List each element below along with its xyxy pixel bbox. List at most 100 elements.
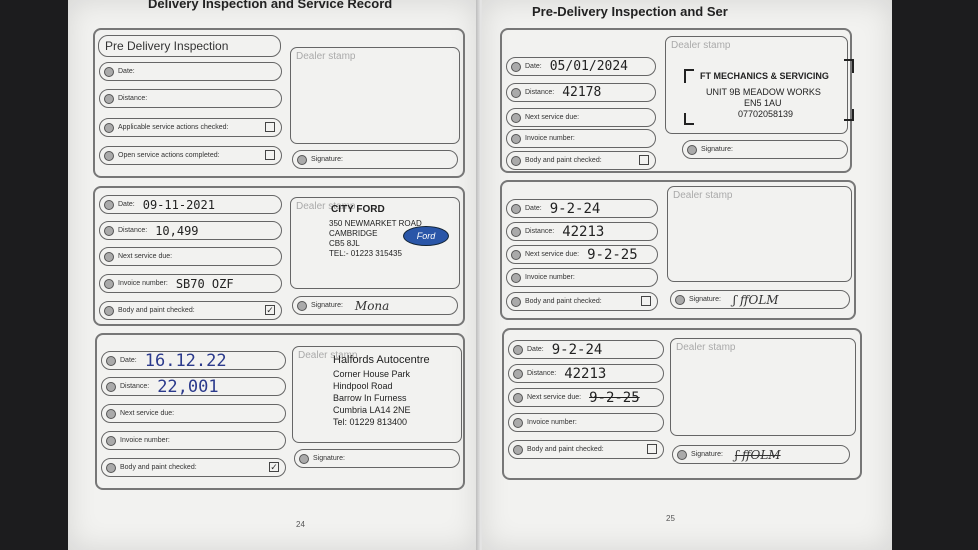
- r3-body-paint-field[interactable]: Body and paint checked:: [508, 440, 664, 459]
- service1-dealer-stamp: Dealer stamp CITY FORD 350 NEWMARKET ROA…: [290, 197, 460, 289]
- r2-date-field[interactable]: Date: 9-2-24: [506, 199, 658, 218]
- pdi-dealer-stamp: Dealer stamp: [290, 47, 460, 144]
- r3-signature-field[interactable]: Signature: ʃ ffOLM: [672, 445, 850, 464]
- radio-dot-icon: [104, 66, 114, 77]
- radio-dot-icon: [511, 155, 521, 166]
- radio-dot-icon: [511, 249, 521, 260]
- r1-invoice-field[interactable]: Invoice number:: [506, 129, 656, 148]
- r1-body-paint-field[interactable]: Body and paint checked:: [506, 151, 656, 170]
- checkbox-icon[interactable]: [641, 296, 651, 306]
- radio-dot-icon: [104, 122, 114, 133]
- radio-dot-icon: [513, 392, 523, 403]
- r3-distance-field[interactable]: Distance: 42213: [508, 364, 664, 383]
- service2-distance-field[interactable]: Distance: 22,001: [101, 377, 286, 397]
- ford-logo: Ford: [403, 226, 449, 246]
- r3-invoice-field[interactable]: Invoice number:: [508, 413, 664, 432]
- r2-body-paint-field[interactable]: Body and paint checked:: [506, 292, 658, 311]
- pdi-applicable-field[interactable]: Applicable service actions checked:: [99, 118, 282, 137]
- r1-distance-field[interactable]: Distance: 42178: [506, 83, 656, 102]
- r3-next-service-field[interactable]: Next service due: 9-2-25: [508, 388, 664, 407]
- signature-mark: ʃ ffOLM: [734, 447, 781, 462]
- stamp-bracket-icon: [844, 59, 854, 73]
- pdi-signature-field[interactable]: Signature:: [292, 150, 458, 169]
- pdi-section: Pre Delivery Inspection Date: Distance: …: [93, 28, 465, 178]
- r1-dealer-stamp: Dealer stamp FT MECHANICS & SERVICING UN…: [665, 36, 854, 134]
- r3-dealer-stamp: Dealer stamp: [670, 338, 856, 436]
- service2-date-field[interactable]: Date: 16.12.22: [101, 351, 286, 371]
- radio-dot-icon: [104, 278, 114, 289]
- radio-dot-icon: [513, 417, 523, 428]
- radio-dot-icon: [104, 225, 114, 236]
- right-service-section-3: Date: 9-2-24 Distance: 42213 Next servic…: [502, 328, 862, 480]
- radio-dot-icon: [511, 87, 521, 98]
- checkbox-icon[interactable]: [265, 122, 275, 132]
- radio-dot-icon: [299, 453, 309, 464]
- service1-signature-field[interactable]: Signature: Mona: [292, 296, 458, 315]
- radio-dot-icon: [513, 444, 523, 455]
- service1-invoice-field[interactable]: Invoice number: SB70 OZF: [99, 274, 282, 293]
- stamp-dealer-name: Halfords Autocentre: [333, 354, 430, 366]
- radio-dot-icon: [104, 150, 114, 161]
- r2-invoice-field[interactable]: Invoice number:: [506, 268, 658, 287]
- radio-dot-icon: [511, 226, 521, 237]
- stamp-dealer-name: FT MECHANICS & SERVICING: [700, 71, 829, 81]
- radio-dot-icon: [511, 61, 521, 72]
- checkmark-icon[interactable]: ✓: [265, 305, 275, 315]
- service1-next-service-field[interactable]: Next service due:: [99, 247, 282, 266]
- stamp-bracket-icon: [844, 109, 854, 121]
- checkbox-icon[interactable]: [265, 150, 275, 160]
- service1-distance-field[interactable]: Distance: 10,499: [99, 221, 282, 240]
- checkmark-icon[interactable]: ✓: [269, 462, 279, 472]
- radio-dot-icon: [513, 344, 523, 355]
- checkbox-icon[interactable]: [639, 155, 649, 165]
- radio-dot-icon: [511, 133, 521, 144]
- pdi-distance-field[interactable]: Distance:: [99, 89, 282, 108]
- radio-dot-icon: [513, 368, 523, 379]
- right-page-title: Pre-Delivery Inspection and Ser: [532, 4, 728, 19]
- radio-dot-icon: [511, 112, 521, 123]
- service2-signature-field[interactable]: Signature:: [294, 449, 460, 468]
- r2-next-service-field[interactable]: Next service due: 9-2-25: [506, 245, 658, 264]
- radio-dot-icon: [106, 435, 116, 446]
- r1-next-service-field[interactable]: Next service due:: [506, 108, 656, 127]
- service2-invoice-field[interactable]: Invoice number:: [101, 431, 286, 450]
- service-section-1: Date: 09-11-2021 Distance: 10,499 Next s…: [93, 186, 465, 326]
- radio-dot-icon: [104, 93, 114, 104]
- right-service-section-2: Date: 9-2-24 Distance: 42213 Next servic…: [500, 180, 856, 320]
- radio-dot-icon: [675, 294, 685, 305]
- r2-signature-field[interactable]: Signature: ʃ ffOLM: [670, 290, 850, 309]
- radio-dot-icon: [106, 355, 116, 366]
- service1-body-paint-field[interactable]: Body and paint checked: ✓: [99, 301, 282, 320]
- radio-dot-icon: [677, 449, 687, 460]
- right-page-number: 25: [666, 514, 675, 523]
- service2-next-service-field[interactable]: Next service due:: [101, 404, 286, 423]
- left-page-number: 24: [296, 520, 305, 529]
- r1-signature-field[interactable]: Signature:: [682, 140, 848, 159]
- left-page: Delivery Inspection and Service Record P…: [68, 0, 478, 550]
- stamp-bracket-icon: [684, 113, 694, 125]
- radio-dot-icon: [511, 272, 521, 283]
- radio-dot-icon: [511, 296, 521, 307]
- service2-dealer-stamp: Dealer stamp Halfords Autocentre Corner …: [292, 346, 462, 443]
- radio-dot-icon: [297, 154, 307, 165]
- r1-date-field[interactable]: Date: 05/01/2024: [506, 57, 656, 76]
- pdi-date-field[interactable]: Date:: [99, 62, 282, 81]
- service-section-2: Date: 16.12.22 Distance: 22,001 Next ser…: [95, 333, 465, 490]
- service2-body-paint-field[interactable]: Body and paint checked: ✓: [101, 458, 286, 477]
- radio-dot-icon: [106, 462, 116, 473]
- checkbox-icon[interactable]: [647, 444, 657, 454]
- radio-dot-icon: [104, 199, 114, 210]
- radio-dot-icon: [687, 144, 697, 155]
- r3-date-field[interactable]: Date: 9-2-24: [508, 340, 664, 359]
- right-service-section-1: Date: 05/01/2024 Distance: 42178 Next se…: [500, 28, 854, 173]
- service1-date-field[interactable]: Date: 09-11-2021: [99, 195, 282, 214]
- pdi-open-completed-field[interactable]: Open service actions completed:: [99, 146, 282, 165]
- radio-dot-icon: [104, 305, 114, 316]
- radio-dot-icon: [511, 203, 521, 214]
- stamp-bracket-icon: [684, 69, 694, 83]
- left-page-title: Delivery Inspection and Service Record: [148, 0, 393, 11]
- signature-mark: ʃ ffOLM: [732, 292, 779, 307]
- pdi-header: Pre Delivery Inspection: [98, 35, 281, 57]
- radio-dot-icon: [106, 408, 116, 419]
- r2-distance-field[interactable]: Distance: 42213: [506, 222, 658, 241]
